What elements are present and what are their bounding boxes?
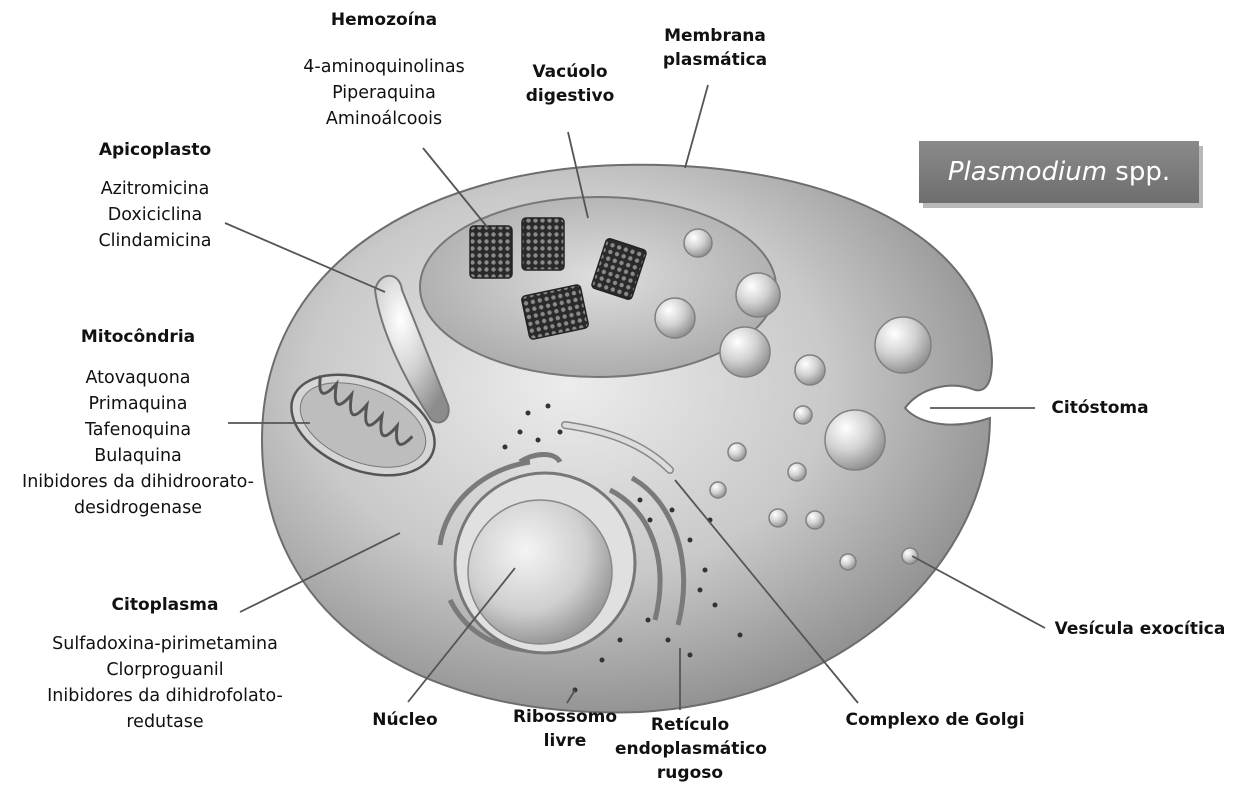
label-nucleo: Núcleo <box>360 708 450 732</box>
label-reticulo: Retículo endoplasmático rugoso <box>615 713 765 785</box>
label-vesicula: Vesícula exocítica <box>1050 617 1230 641</box>
label-vacuolo: Vacúolo digestivo <box>510 60 630 108</box>
species-badge: Plasmodium spp. <box>919 141 1199 203</box>
label-citostoma: Citóstoma <box>1040 396 1160 420</box>
label-hemozoina: Hemozoína 4-aminoquinolinas Piperaquina … <box>300 8 468 132</box>
label-membrana: Membrana plasmática <box>650 24 780 72</box>
label-citoplasma: Citoplasma Sulfadoxina-pirimetamina Clor… <box>20 593 310 735</box>
label-ribossomo: Ribossomo livre <box>505 705 625 753</box>
label-golgi: Complexo de Golgi <box>840 708 1030 732</box>
nucleus <box>455 473 635 653</box>
label-apicoplasto: Apicoplasto Azitromicina Doxiciclina Cli… <box>70 138 240 254</box>
label-mitocondria: Mitocôndria Atovaquona Primaquina Tafeno… <box>0 325 276 521</box>
